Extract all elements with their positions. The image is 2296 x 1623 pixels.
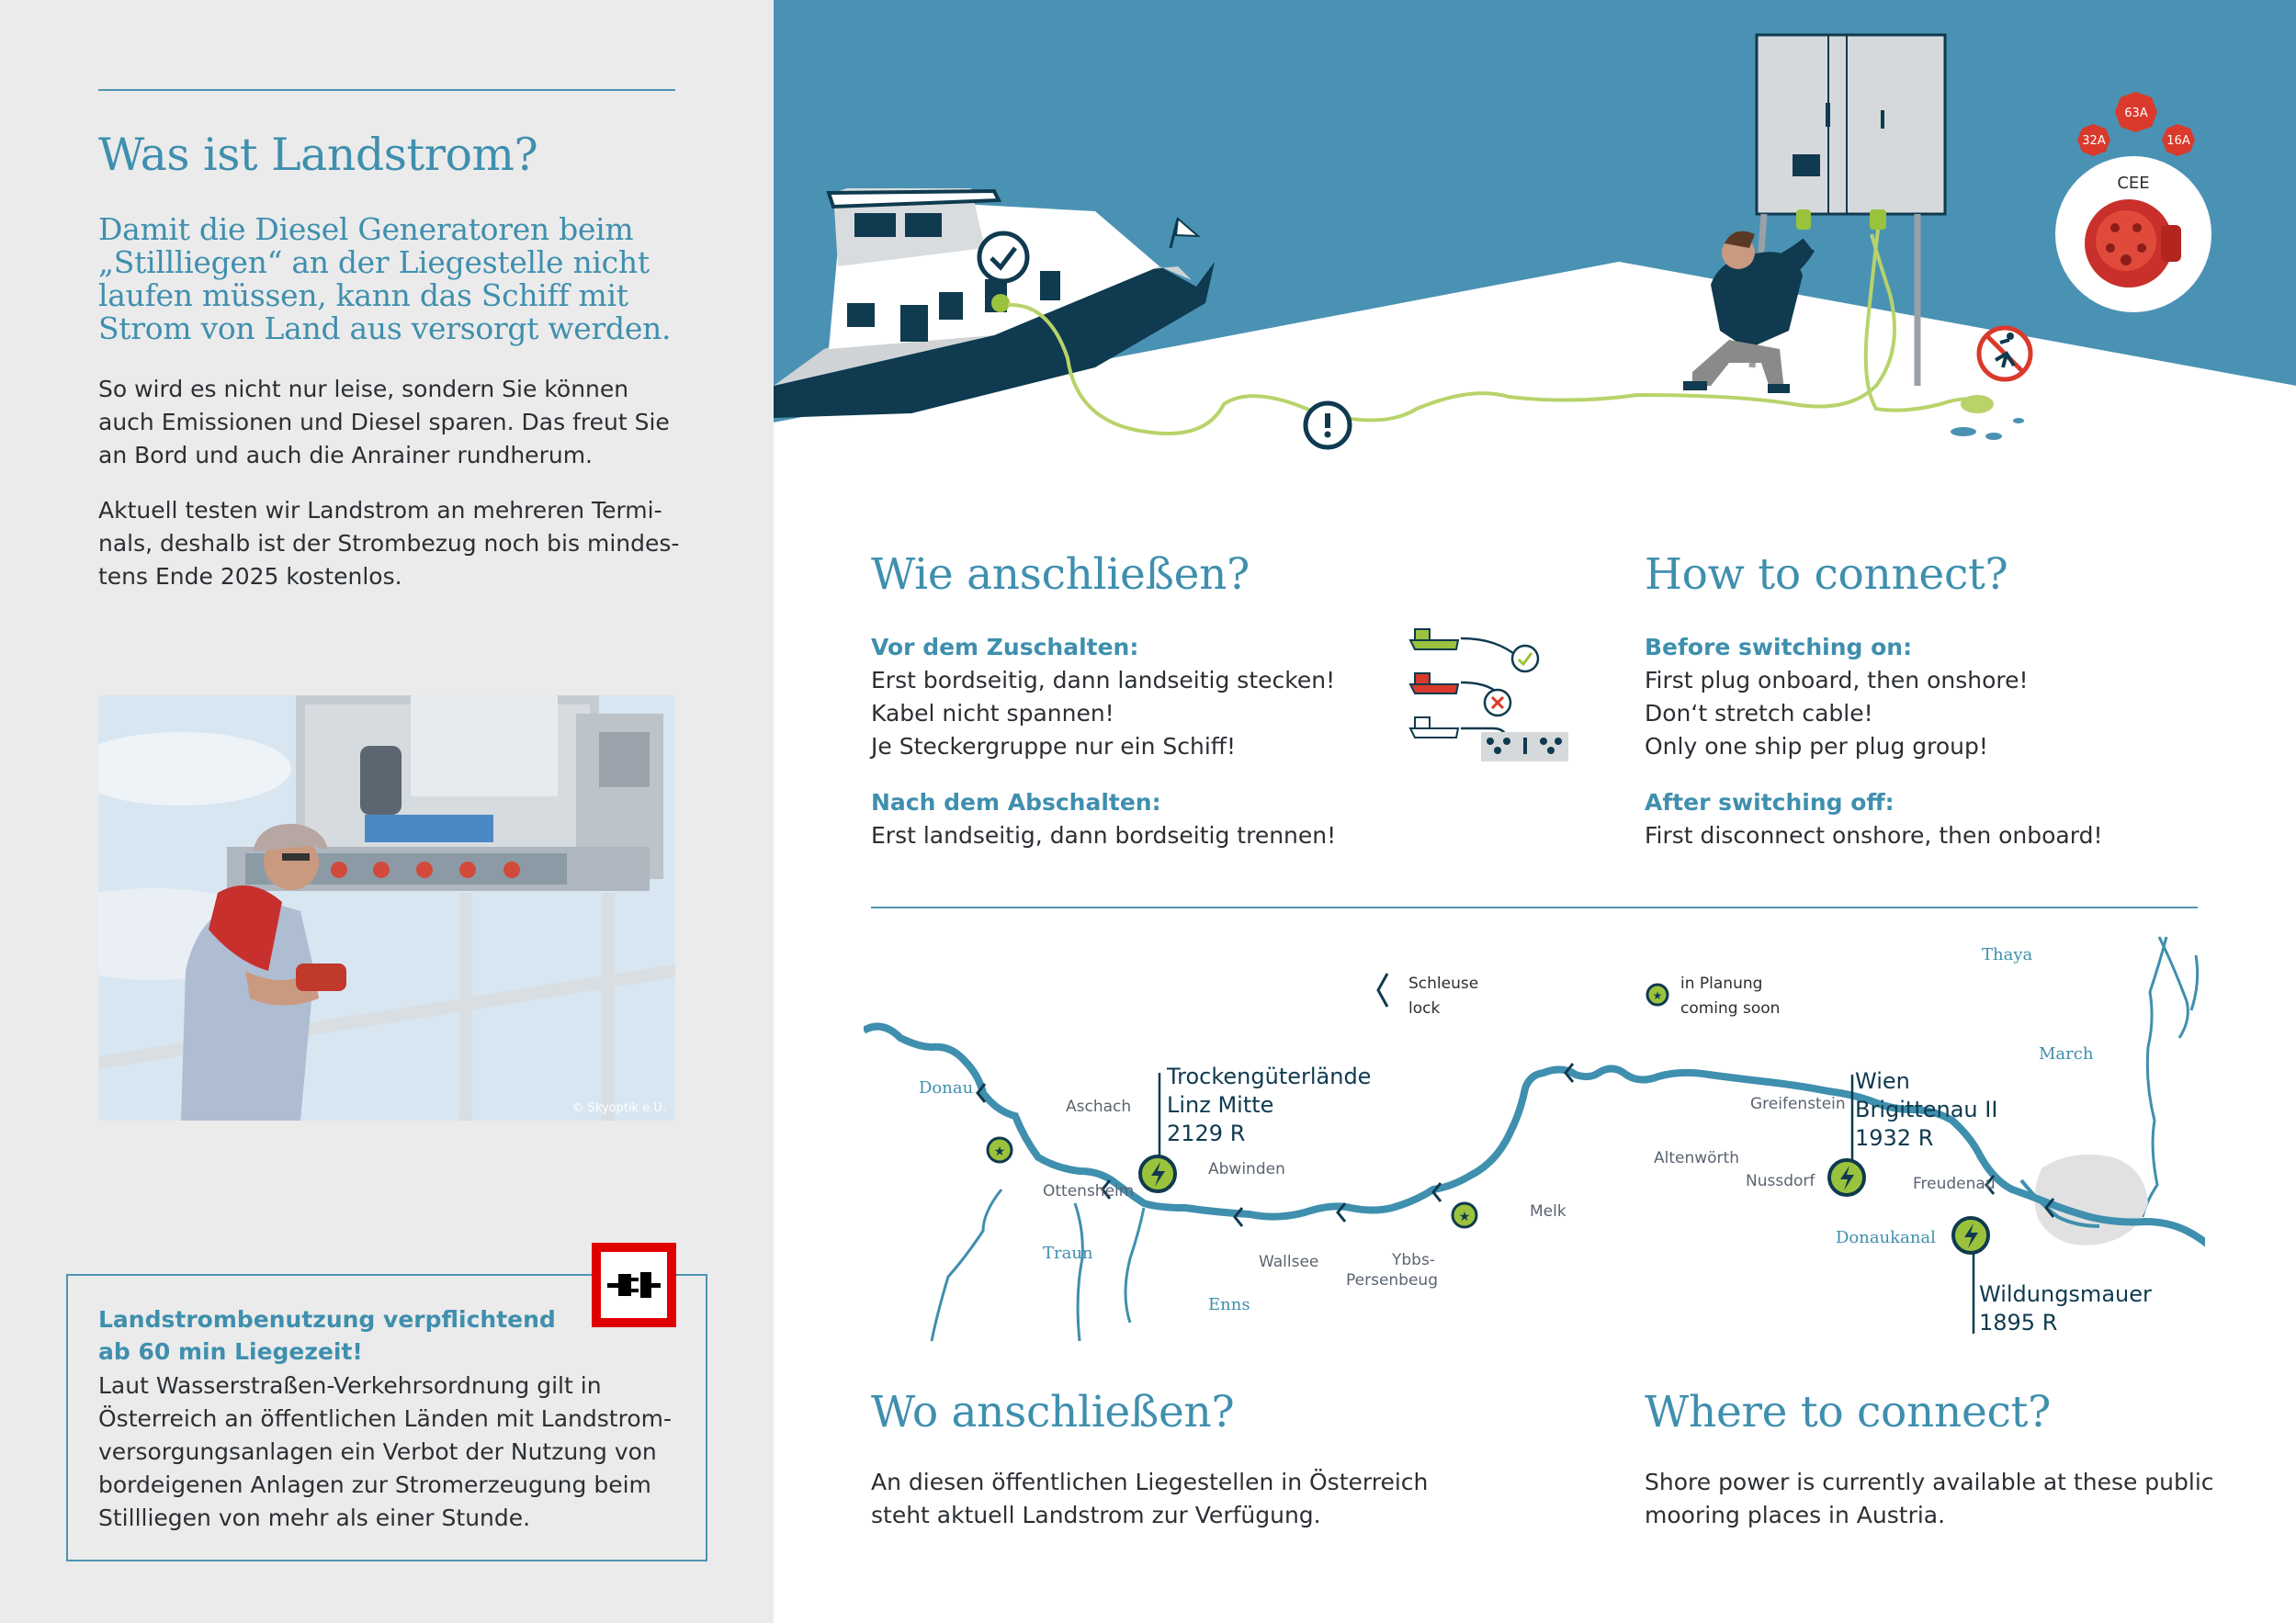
station-wien-name: Wien	[1855, 1068, 1910, 1094]
planned-station-melk: ★	[1451, 1201, 1478, 1229]
before-line-de-2: Kabel nicht spannen!	[871, 700, 1114, 727]
rating-63: 63A	[2124, 107, 2148, 120]
connect-title-de: Wie anschließen?	[871, 549, 1250, 600]
svg-text:★: ★	[1653, 989, 1663, 1002]
station-wien	[1827, 1075, 1866, 1197]
place-aschach: Aschach	[1066, 1098, 1131, 1116]
danube-map: ★ ★ Schleuse lock ★ in Planung coming so…	[864, 936, 2205, 1342]
ship-illustration	[774, 188, 1215, 418]
before-line-en-3: Only one ship per plug group!	[1645, 733, 1988, 760]
plug-icon	[607, 1272, 661, 1298]
place-ybbs-2: Persenbeug	[1346, 1271, 1438, 1290]
river-thaya: Thaya	[1982, 945, 2032, 964]
power-cabinet	[1748, 33, 1947, 386]
after-line-de: Erst landseitig, dann bordseitig trennen…	[871, 822, 1337, 849]
left-column: Was ist Landstrom? Damit die Diesel Gene…	[0, 0, 774, 1623]
river-donau: Donau	[919, 1078, 973, 1098]
place-altenwoerth: Altenwörth	[1654, 1149, 1739, 1167]
check-icon	[977, 231, 1030, 284]
after-line-en: First disconnect onshore, then onboard!	[1645, 822, 2103, 849]
shore-power-photo: © Skyoptik e.U.	[98, 695, 675, 1121]
before-line-en-2: Don‘t stretch cable!	[1645, 700, 1873, 727]
section-divider	[871, 907, 2198, 908]
shore-power-sign	[592, 1243, 676, 1327]
before-title-de: Vor dem Zuschalten:	[871, 634, 1139, 660]
river-donaukanal: Donaukanal	[1836, 1228, 1936, 1247]
svg-text:in Planung: in Planung	[1680, 975, 1762, 993]
notice-box: Landstrombenutzung verpflichtend ab 60 m…	[66, 1274, 707, 1561]
worker-illustration	[1683, 231, 1815, 393]
plug-group-rules-icon	[1408, 628, 1568, 761]
cee-label: CEE	[2117, 174, 2149, 193]
place-melk: Melk	[1530, 1202, 1566, 1221]
place-wallsee: Wallsee	[1259, 1253, 1318, 1271]
before-title-en: Before switching on:	[1645, 634, 1913, 660]
rating-32: 32A	[2082, 134, 2106, 148]
map-legend: Schleuse lock ★ in Planung coming soon	[1376, 973, 1780, 1018]
place-ybbs-1: Ybbs-	[1391, 1251, 1435, 1269]
rating-16: 16A	[2166, 134, 2190, 148]
svg-text:lock: lock	[1408, 999, 1440, 1018]
river-march: March	[2039, 1044, 2094, 1064]
where-text-en: Shore power is currently available at th…	[1645, 1469, 2214, 1528]
svg-text:coming soon: coming soon	[1680, 999, 1780, 1018]
station-wildungsmauer-name: Wildungsmauer	[1979, 1281, 2152, 1307]
cee-connector-badge: CEE	[2055, 156, 2211, 312]
station-wildungsmauer	[1951, 1216, 1990, 1334]
testing-paragraph: Aktuell testen wir Landstrom an mehreren…	[98, 497, 680, 590]
svg-text:Schleuse: Schleuse	[1408, 975, 1478, 993]
place-freudenau: Freudenau	[1913, 1175, 1996, 1193]
after-title-en: After switching off:	[1645, 789, 1894, 816]
before-line-de-1: Erst bordseitig, dann landseitig stecken…	[871, 667, 1336, 693]
station-linz-name-2: Linz Mitte	[1167, 1092, 1273, 1118]
station-linz	[1138, 1073, 1177, 1193]
svg-text:★: ★	[1459, 1210, 1471, 1224]
where-title-de: Wo anschließen?	[871, 1387, 1235, 1437]
river-traun: Traun	[1043, 1244, 1093, 1263]
station-linz-km: 2129 R	[1167, 1121, 1245, 1146]
river-enns: Enns	[1208, 1295, 1250, 1314]
place-ottensheim: Ottensheim	[1043, 1182, 1134, 1200]
station-wien-name-2: Brigittenau II	[1855, 1097, 1997, 1122]
before-line-en-1: First plug onboard, then onshore!	[1645, 667, 2029, 693]
station-wildungsmauer-km: 1895 R	[1979, 1310, 2057, 1336]
intro-paragraph: So wird es nicht nur leise, sondern Sie …	[98, 376, 670, 468]
before-line-de-3: Je Steckergruppe nur ein Schiff!	[871, 733, 1237, 760]
place-greifenstein: Greifenstein	[1750, 1095, 1846, 1113]
photo-credit: © Skyoptik e.U.	[571, 1101, 667, 1115]
after-title-de: Nach dem Abschalten:	[871, 789, 1161, 816]
page-title: Was ist Landstrom?	[98, 129, 538, 181]
notice-body: Laut Wasserstraßen-Verkehrsordnung gilt …	[98, 1372, 673, 1531]
station-wien-km: 1932 R	[1855, 1125, 1933, 1151]
connect-title-en: How to connect?	[1645, 549, 2008, 600]
place-nussdorf: Nussdorf	[1746, 1172, 1815, 1190]
station-linz-name: Trockengüterlände	[1166, 1064, 1371, 1089]
where-text-de: An diesen öffentlichen Liegestellen in Ö…	[871, 1469, 1429, 1528]
where-title-en: Where to connect?	[1645, 1387, 2052, 1437]
notice-title: Landstrombenutzung verpflichtend ab 60 m…	[98, 1306, 556, 1365]
svg-text:★: ★	[994, 1144, 1006, 1159]
place-abwinden: Abwinden	[1208, 1160, 1285, 1178]
rating-badges: 63A 32A 16A	[2077, 92, 2195, 156]
planned-station-aschach: ★	[986, 1136, 1013, 1164]
lead-text: Damit die Diesel Generatoren beim „Still…	[98, 211, 672, 346]
top-rule	[98, 89, 675, 91]
hero-illustration: CEE 63A 32A 16A	[774, 0, 2296, 514]
